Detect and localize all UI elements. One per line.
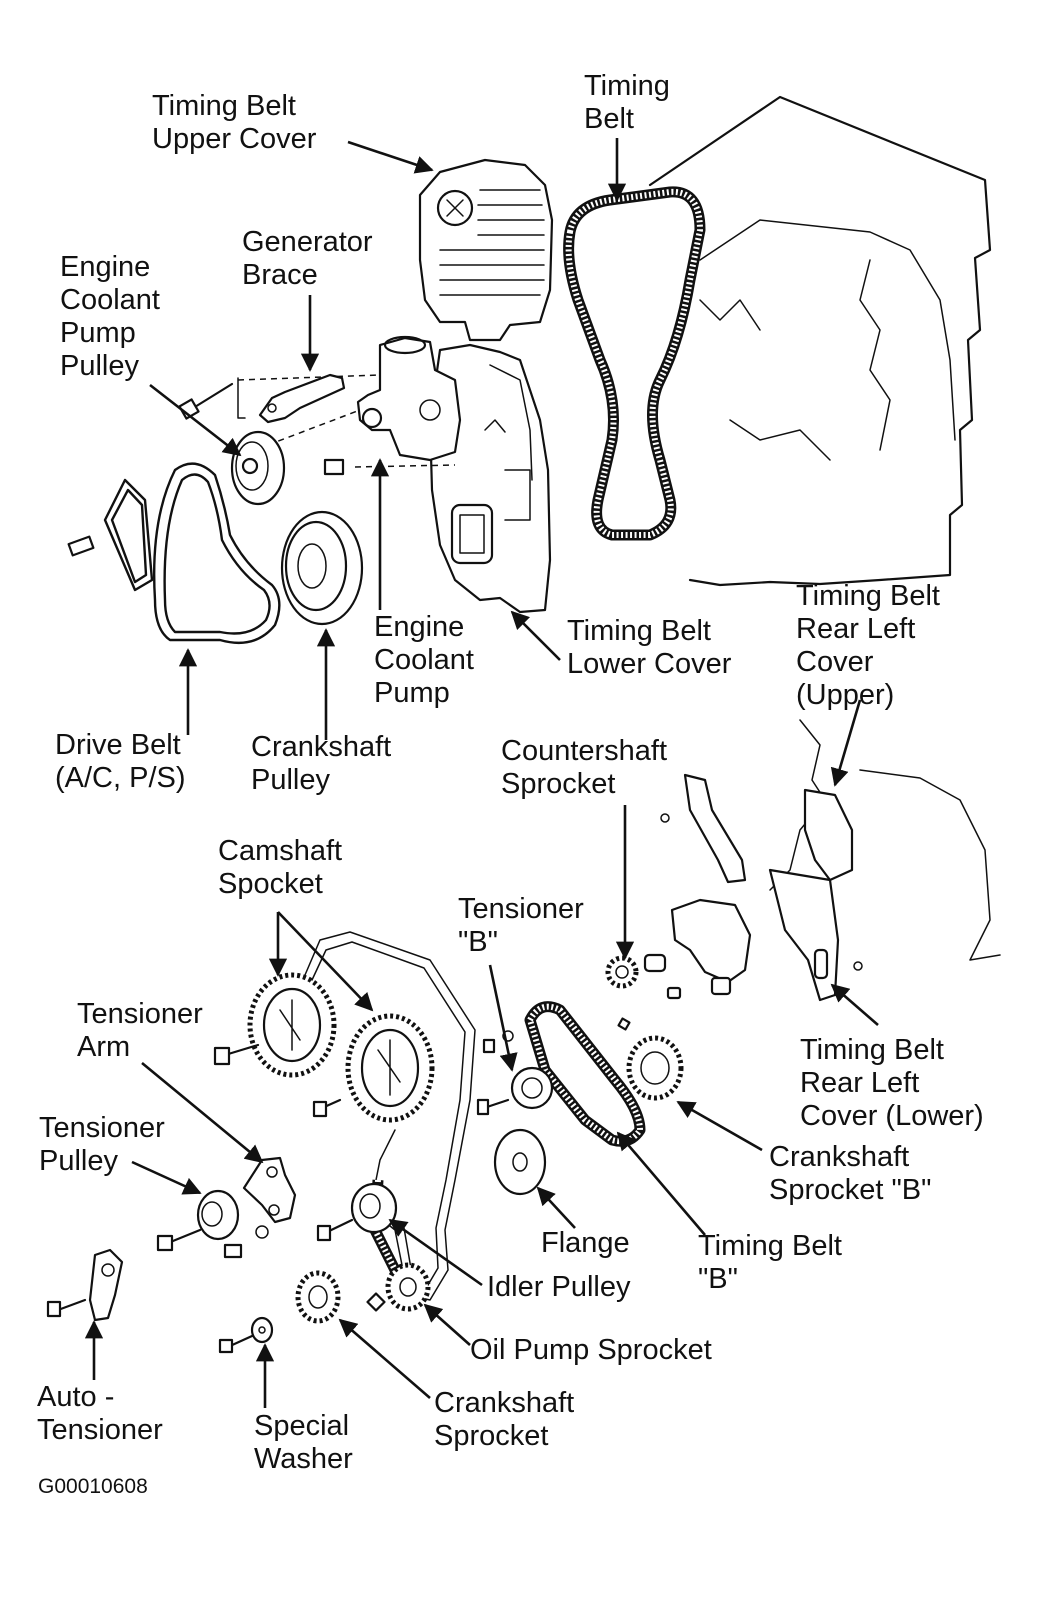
pump-bolt: [323, 458, 345, 476]
label-timing-belt-b: Timing Belt "B": [698, 1230, 842, 1295]
label-crankshaft-sprocket-b: Crankshaft Sprocket "B": [769, 1141, 932, 1206]
tensioner-b: [476, 1030, 554, 1116]
flange: [493, 1128, 547, 1196]
crankshaft-sprocket-b: [617, 1017, 684, 1101]
idler-pulley: [316, 1182, 398, 1242]
countershaft-bracket: [660, 773, 752, 996]
label-crankshaft-pulley: Crankshaft Pulley: [251, 731, 392, 796]
countershaft-sprocket: [605, 953, 682, 1000]
drive-belt: [67, 462, 281, 644]
label-generator-brace: Generator Brace: [242, 226, 373, 291]
tensioner-pulley: [156, 1189, 243, 1259]
label-timing-belt-upper-cover: Timing Belt Upper Cover: [152, 90, 317, 155]
label-timing-belt-rear-left-cover-upper: Timing Belt Rear Left Cover (Upper): [796, 580, 940, 711]
tensioner-arm: [242, 1156, 297, 1239]
auto-tensioner: [46, 1248, 124, 1322]
camshaft-sprocket-left: [247, 972, 337, 1078]
alignment-line: [237, 374, 381, 381]
figure-code: G00010608: [38, 1475, 148, 1498]
camshaft-sprocket-right: [345, 1013, 435, 1123]
label-tensioner-arm: Tensioner Arm: [77, 998, 203, 1063]
label-oil-pump-sprocket: Oil Pump Sprocket: [470, 1334, 712, 1366]
misc-bolts: [213, 1043, 342, 1118]
label-flange: Flange: [541, 1227, 630, 1259]
label-drive-belt: Drive Belt (A/C, P/S): [55, 729, 186, 794]
label-engine-coolant-pump: Engine Coolant Pump: [374, 611, 474, 709]
label-crankshaft-sprocket: Crankshaft Sprocket: [434, 1387, 575, 1452]
timing-belt-upper: [563, 186, 706, 541]
label-timing-belt-rear-left-cover-lower: Timing Belt Rear Left Cover (Lower): [800, 1034, 984, 1132]
generator-brace: [237, 373, 346, 424]
rear-covers-area: [768, 719, 1001, 1002]
label-tensioner-pulley: Tensioner Pulley: [39, 1112, 165, 1177]
label-special-washer: Special Washer: [254, 1410, 353, 1475]
brace-bolt: [178, 382, 234, 420]
engine-coolant-pump-pulley: [230, 430, 286, 506]
crankshaft-sprocket: [295, 1270, 341, 1324]
label-countershaft-sprocket: Countershaft Sprocket: [501, 735, 668, 800]
label-camshaft-sprocket: Camshaft Spocket: [218, 835, 343, 900]
engine-block: [648, 95, 992, 587]
alignment-line: [267, 409, 361, 446]
label-timing-belt: Timing Belt: [584, 70, 670, 135]
timing-belt-upper-cover: [418, 158, 554, 342]
crankshaft-pulley: [280, 510, 364, 626]
label-timing-belt-lower-cover: Timing Belt Lower Cover: [567, 615, 732, 680]
special-washer: [218, 1316, 274, 1354]
oil-pump-sprocket: [366, 1262, 431, 1312]
label-idler-pulley: Idler Pulley: [487, 1271, 631, 1303]
label-auto-tensioner: Auto - Tensioner: [37, 1381, 163, 1446]
label-engine-coolant-pump-pulley: Engine Coolant Pump Pulley: [60, 251, 160, 382]
leader-arrows: [84, 138, 879, 1408]
label-tensioner-b: Tensioner "B": [458, 893, 584, 958]
engine-coolant-pump: [356, 335, 462, 462]
